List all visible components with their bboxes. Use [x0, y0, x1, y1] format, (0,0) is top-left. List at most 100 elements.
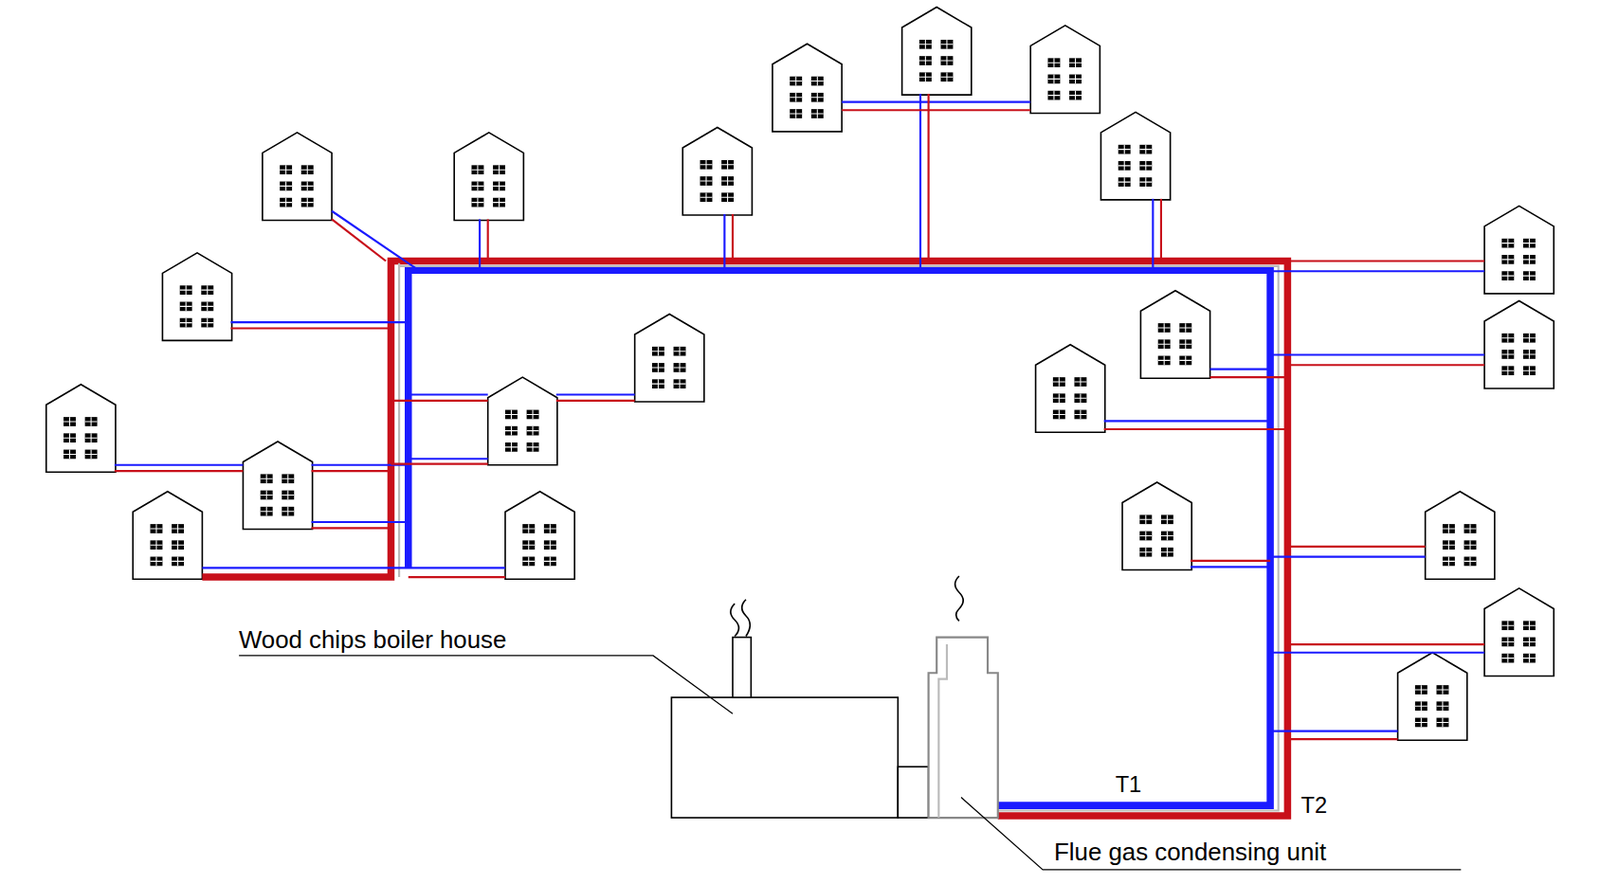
window-frame	[63, 417, 76, 427]
building	[242, 441, 312, 530]
window-frame	[1501, 365, 1514, 376]
window	[652, 379, 665, 389]
window	[1501, 349, 1514, 360]
window-frame	[281, 473, 294, 484]
supply-branch	[231, 327, 392, 329]
window	[63, 417, 76, 427]
window-frame	[150, 524, 164, 534]
return-branch	[1210, 367, 1271, 370]
building-outline	[46, 384, 116, 473]
window	[85, 417, 98, 427]
building	[454, 132, 524, 221]
window	[522, 557, 535, 567]
window-frame	[789, 76, 802, 87]
window-frame	[652, 363, 665, 373]
window	[492, 164, 506, 175]
window-frame	[1139, 177, 1152, 187]
supply-branch	[731, 214, 734, 262]
window	[919, 72, 932, 82]
return-branch	[311, 521, 409, 524]
supply-branch	[841, 109, 1031, 111]
window-frame	[1158, 323, 1171, 333]
return-branch	[1104, 419, 1271, 422]
return-branch	[556, 393, 636, 396]
window	[1047, 74, 1060, 85]
supply-branch	[1160, 199, 1163, 262]
pipe-label: T1	[1115, 774, 1143, 798]
window	[85, 450, 98, 460]
window-frame	[1415, 701, 1428, 711]
window	[1139, 177, 1152, 187]
window-frame	[1415, 685, 1428, 695]
window-frame	[673, 379, 687, 389]
window-frame	[1073, 410, 1087, 420]
window	[700, 176, 713, 186]
window-frame	[527, 426, 540, 437]
window-frame	[492, 181, 506, 192]
window	[1501, 365, 1514, 376]
window-frame	[673, 346, 687, 357]
window	[652, 346, 665, 357]
window	[260, 507, 273, 517]
window-frame	[260, 490, 273, 501]
window	[180, 302, 193, 312]
window	[673, 379, 687, 389]
leader-lines	[238, 655, 1461, 871]
window-frame	[1523, 637, 1536, 648]
window	[1073, 393, 1087, 403]
window-frame	[1523, 238, 1536, 249]
window	[150, 557, 164, 567]
window	[200, 302, 214, 312]
window-frame	[1501, 637, 1514, 648]
supply-branch	[1287, 738, 1398, 741]
window-frame	[941, 39, 954, 50]
window-frame	[63, 450, 76, 460]
window	[150, 524, 164, 534]
building	[1484, 205, 1554, 294]
window	[1053, 393, 1066, 403]
window-frame	[1436, 701, 1450, 711]
window-frame	[1047, 90, 1060, 101]
window	[1158, 356, 1171, 366]
window	[1523, 637, 1536, 648]
window-frame	[1415, 718, 1428, 728]
window	[1073, 410, 1087, 420]
window-frame	[1161, 531, 1174, 542]
window	[1161, 531, 1174, 542]
window	[1118, 161, 1131, 171]
window	[279, 164, 292, 175]
window-frame	[941, 72, 954, 82]
building-outline	[682, 127, 752, 217]
building	[1036, 345, 1106, 434]
window	[721, 192, 734, 202]
building-outline	[1122, 482, 1192, 571]
window-frame	[544, 524, 557, 534]
window	[1139, 531, 1152, 542]
window	[301, 164, 314, 175]
building	[46, 384, 116, 473]
window-frame	[1523, 271, 1536, 281]
return-branch	[408, 393, 489, 396]
window	[1069, 90, 1082, 101]
window	[63, 450, 76, 460]
window-frame	[279, 164, 292, 175]
window	[941, 55, 954, 66]
window	[1118, 145, 1131, 155]
boiler-house-label: Wood chips boiler house	[238, 628, 507, 654]
window	[1523, 365, 1536, 376]
return-branch	[1270, 652, 1485, 655]
window-frame	[652, 346, 665, 357]
return-branch	[1190, 565, 1271, 568]
window-frame	[171, 524, 184, 534]
window	[811, 76, 824, 87]
window-frame	[1464, 557, 1477, 567]
window-frame	[1118, 161, 1131, 171]
window-frame	[301, 181, 314, 192]
building-outline	[635, 313, 705, 402]
window	[544, 557, 557, 567]
window-frame	[301, 198, 314, 208]
return-branch	[201, 566, 506, 569]
window-frame	[1139, 531, 1152, 542]
window-frame	[789, 109, 802, 119]
